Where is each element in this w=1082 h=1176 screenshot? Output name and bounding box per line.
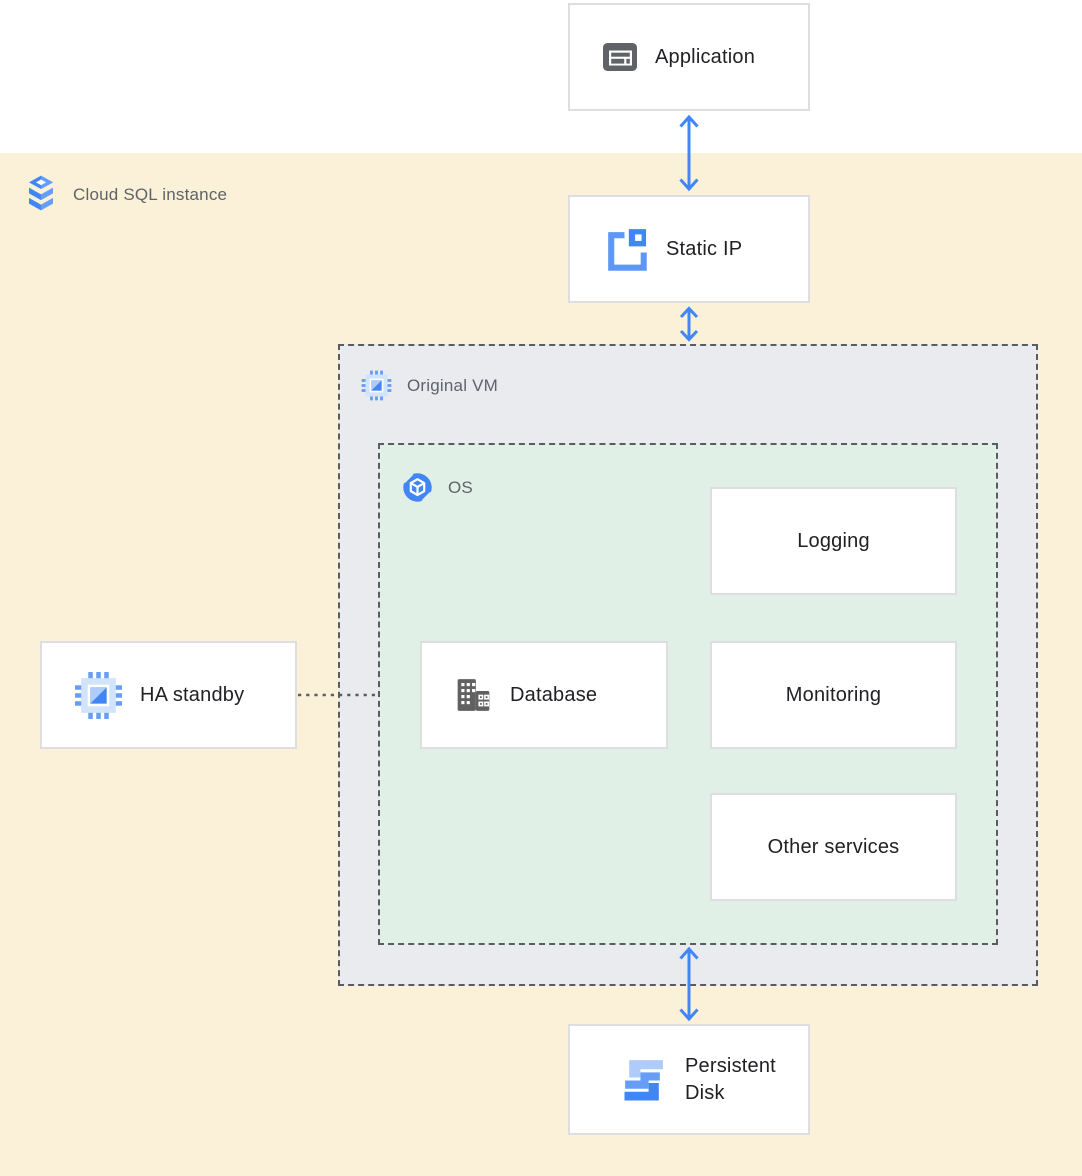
compute-engine-icon	[361, 370, 392, 401]
application-node: Application	[568, 3, 810, 111]
original-vm-label: Original VM	[361, 370, 498, 401]
logging-node: Logging	[710, 487, 957, 595]
persistent-disk-label: Persistent Disk	[685, 1054, 776, 1104]
other-services-node: Other services	[710, 793, 957, 901]
cloud-sql-icon	[25, 174, 57, 216]
persistent-disk-node: Persistent Disk	[568, 1024, 810, 1135]
os-label: OS	[402, 472, 473, 503]
other-services-label: Other services	[767, 835, 900, 858]
static-ip-node: Static IP	[568, 195, 810, 303]
monitoring-label: Monitoring	[785, 683, 882, 706]
application-icon	[602, 42, 638, 72]
persistent-disk-icon	[619, 1055, 668, 1104]
database-icon	[454, 676, 493, 714]
monitoring-node: Monitoring	[710, 641, 957, 749]
os-label-text: OS	[448, 477, 473, 497]
ha-standby-node: HA standby	[40, 641, 297, 749]
os-icon	[402, 472, 433, 503]
cloud-sql-instance-label: Cloud SQL instance	[25, 174, 227, 216]
static-ip-icon	[602, 226, 649, 273]
ha-standby-label: HA standby	[140, 683, 245, 706]
ha-standby-compute-engine-icon	[74, 671, 123, 720]
original-vm-label-text: Original VM	[407, 375, 499, 395]
database-label: Database	[510, 683, 598, 706]
database-node: Database	[420, 641, 668, 749]
static-ip-label: Static IP	[666, 237, 743, 260]
cloud-sql-label-text: Cloud SQL instance	[73, 185, 228, 204]
logging-label: Logging	[797, 529, 870, 552]
application-label: Application	[655, 45, 756, 68]
